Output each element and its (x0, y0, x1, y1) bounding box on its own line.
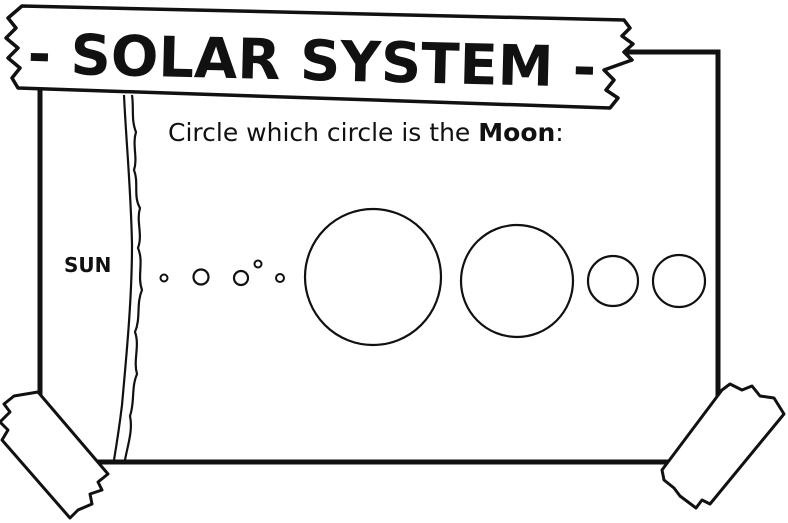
body-8[interactable] (588, 256, 638, 306)
body-7[interactable] (461, 225, 573, 337)
sun-label: SUN (64, 253, 111, 277)
instruction-moon: Moon (478, 118, 555, 147)
body-1[interactable] (161, 275, 168, 282)
body-2[interactable] (194, 270, 209, 285)
title-text: - SOLAR SYSTEM - (27, 22, 597, 101)
instruction-text: Circle which circle is the Moon: (168, 118, 564, 147)
body-3[interactable] (234, 271, 248, 285)
body-5[interactable] (276, 274, 284, 282)
body-6[interactable] (305, 209, 441, 345)
instruction-before: Circle which circle is the (168, 118, 478, 147)
instruction-after: : (555, 118, 563, 147)
body-9[interactable] (653, 255, 705, 307)
body-4[interactable] (255, 261, 262, 268)
